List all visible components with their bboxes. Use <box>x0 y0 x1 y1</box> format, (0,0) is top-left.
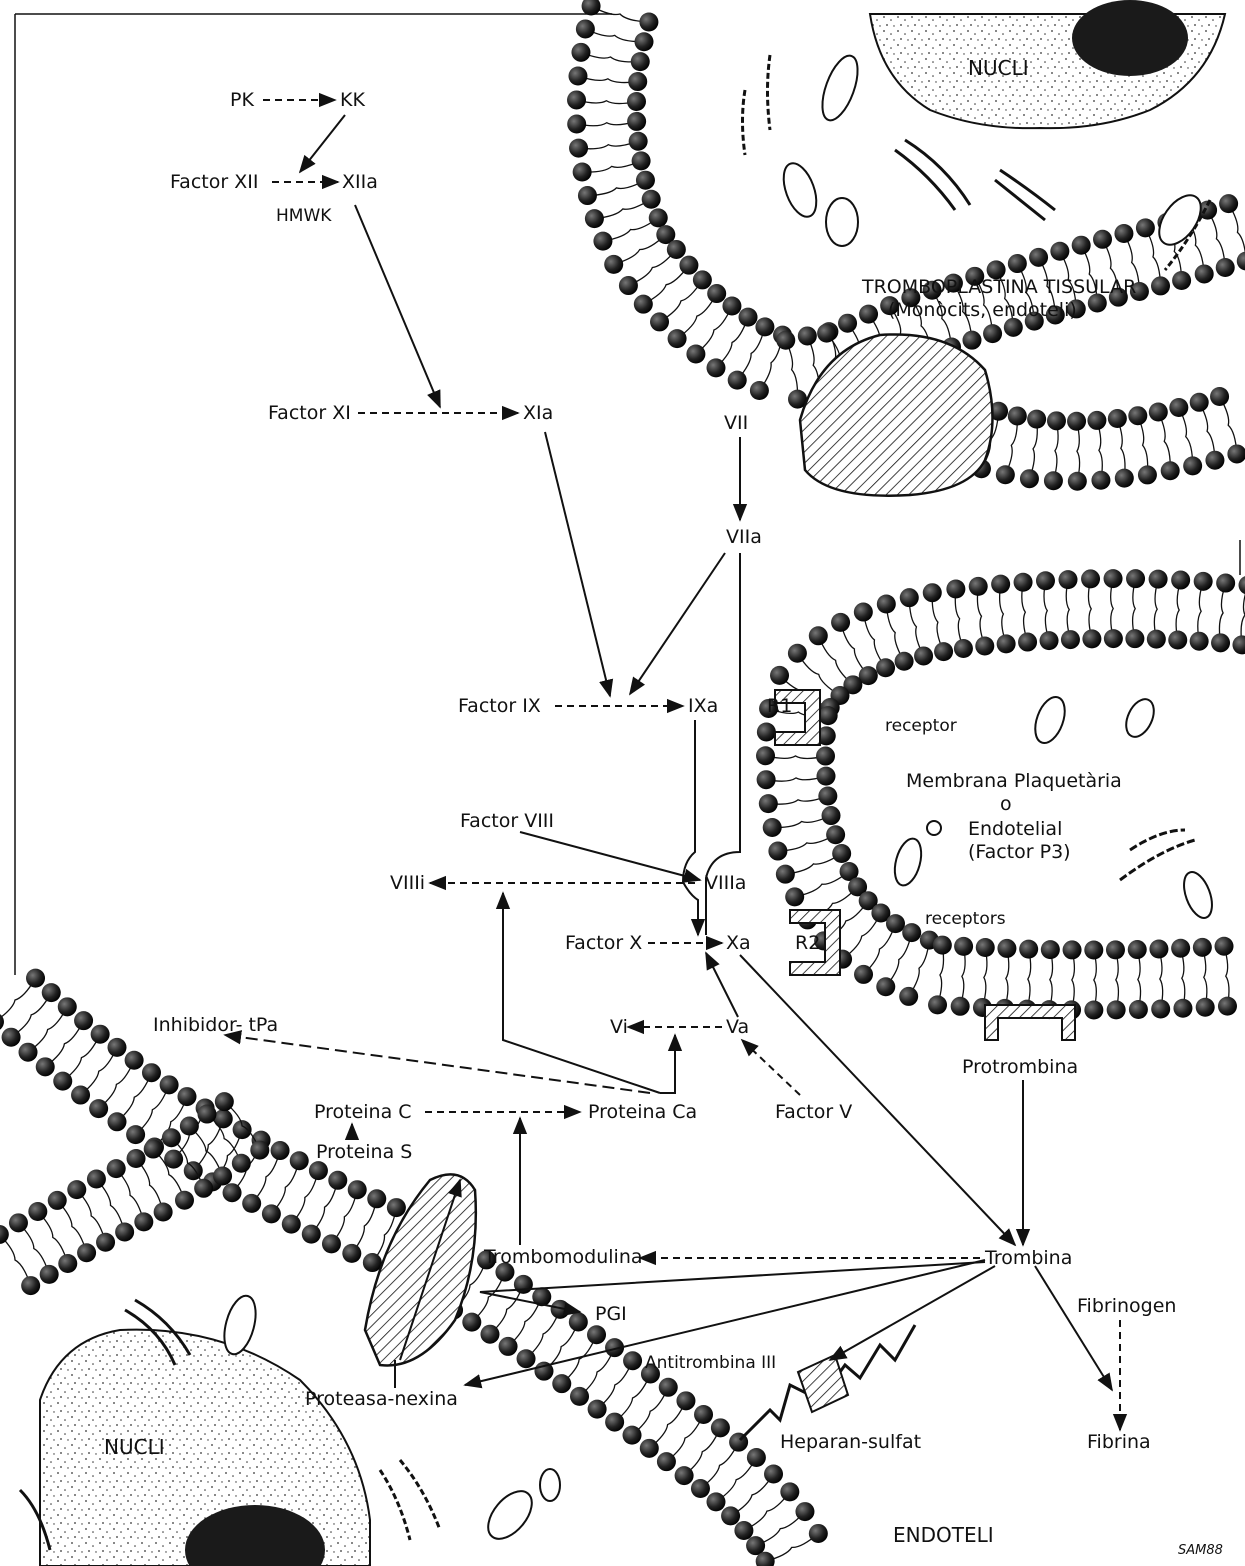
label-receptor: receptor <box>885 718 957 735</box>
label-viiia: VIIIa <box>705 874 746 893</box>
label-receptors: receptors <box>925 911 1006 928</box>
label-inhibidor-tpa: Inhibidor- tPa <box>153 1016 278 1035</box>
label-factor-ix: Factor IX <box>458 697 541 716</box>
label-antitrombina: Antitrombina III <box>645 1355 776 1372</box>
label-trombina: Trombina <box>985 1249 1072 1268</box>
label-xia: XIa <box>523 404 553 423</box>
label-fibrinogen: Fibrinogen <box>1077 1297 1176 1316</box>
label-proteina-s: Proteina S <box>316 1143 412 1162</box>
label-proteasa: Proteasa-nexina <box>305 1390 458 1409</box>
label-tromboplastina-sub: (Monòcits, endoteli) <box>888 301 1077 320</box>
label-viiii: VIIIi <box>390 874 425 893</box>
label-kk: KK <box>340 91 365 110</box>
label-hmwk: HMWK <box>276 208 331 225</box>
label-tromboplastina: TROMBOPLASTINA TISSULAR <box>862 278 1136 297</box>
label-proteina-ca: Proteina Ca <box>588 1103 697 1122</box>
label-xiia: XIIa <box>342 173 378 192</box>
label-r2: R2 <box>795 934 820 953</box>
label-r1: R1 <box>767 697 792 716</box>
label-membrana: Membrana Plaquetària <box>906 772 1122 791</box>
label-protrombina: Protrombina <box>962 1058 1078 1077</box>
label-factor-viii: Factor VIII <box>460 812 554 831</box>
label-pk: PK <box>230 91 254 110</box>
label-endoteli: ENDOTELI <box>893 1525 994 1545</box>
label-factor-xii: Factor XII <box>170 173 258 192</box>
platelet-cell <box>775 690 1217 1040</box>
endothelial-cell <box>20 1174 915 1566</box>
label-factor-p3: (Factor P3) <box>968 843 1071 862</box>
label-vii: VII <box>724 414 748 433</box>
label-factor-v: Factor V <box>775 1103 852 1122</box>
label-nucli-bottom: NUCLI <box>104 1437 165 1457</box>
tromboplastina-blob <box>800 334 993 495</box>
label-ixa: IXa <box>688 697 718 716</box>
label-o: o <box>1000 795 1012 814</box>
label-viia: VIIa <box>726 528 762 547</box>
label-factor-x: Factor X <box>565 934 642 953</box>
label-endotelial: Endotelial <box>968 820 1062 839</box>
label-trombomodulina: Trombomodulina <box>484 1248 643 1267</box>
label-fibrina: Fibrina <box>1087 1433 1151 1452</box>
label-pgi: PGI <box>595 1305 627 1324</box>
label-proteina-c: Proteina C <box>314 1103 412 1122</box>
label-heparan: Heparan-sulfat <box>780 1433 921 1452</box>
label-signature: SAM88 <box>1178 1544 1223 1557</box>
label-va: Va <box>726 1018 749 1037</box>
label-factor-xi: Factor XI <box>268 404 351 423</box>
label-xa: Xa <box>726 934 751 953</box>
label-vi: Vi <box>610 1018 628 1037</box>
label-nucli-top: NUCLI <box>968 58 1029 78</box>
